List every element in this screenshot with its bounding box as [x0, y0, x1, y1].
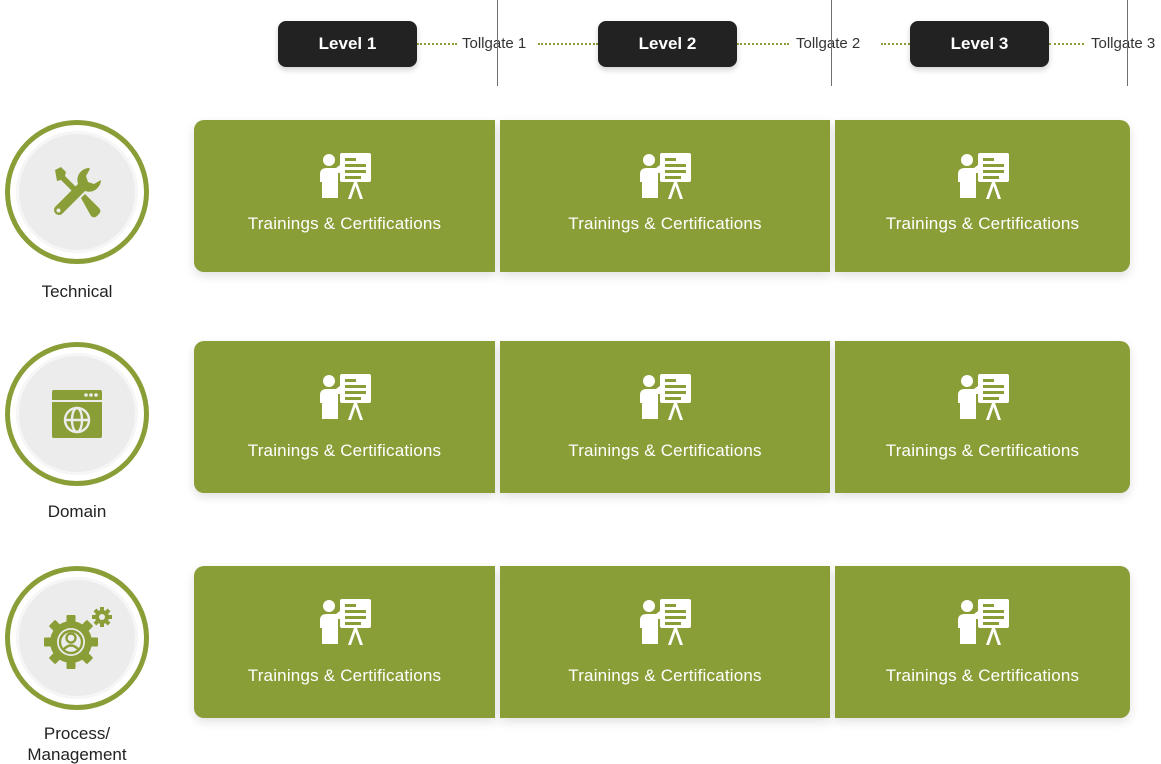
browser-globe-icon	[52, 390, 102, 438]
category-circle	[5, 342, 149, 486]
training-cell-label: Trainings & Certifications	[247, 214, 442, 233]
connector-line	[1049, 43, 1084, 45]
presentation-icon	[640, 374, 691, 420]
category-label-line: Management	[27, 745, 127, 764]
category-label: Technical	[41, 282, 113, 301]
training-cell[interactable]: Trainings & Certifications	[500, 341, 830, 493]
training-cell-label: Trainings & Certifications	[568, 214, 762, 233]
presentation-icon	[957, 599, 1009, 645]
tollgate-2-divider	[831, 0, 832, 86]
tollgate-2-label: Tollgate 2	[796, 35, 861, 52]
presentation-icon	[640, 599, 691, 645]
training-cell-label: Trainings & Certifications	[247, 666, 442, 685]
presentation-icon	[319, 153, 371, 199]
training-cell[interactable]: Trainings & Certifications	[194, 341, 495, 493]
category-label: Process/ Management	[2, 723, 152, 764]
level-1-pill: Level 1	[278, 21, 417, 67]
tollgate-1-label: Tollgate 1	[462, 35, 527, 52]
connector-line	[417, 43, 457, 45]
training-cell[interactable]: Trainings & Certifications	[835, 341, 1130, 493]
level-1-label: Level 1	[318, 34, 377, 53]
training-cell[interactable]: Trainings & Certifications	[835, 120, 1130, 272]
gear-user-icon	[44, 607, 112, 669]
level-2-label: Level 2	[638, 34, 697, 53]
presentation-icon	[957, 374, 1009, 420]
training-cell-label: Trainings & Certifications	[885, 214, 1080, 233]
level-3-label: Level 3	[950, 34, 1009, 53]
category-label: Domain	[47, 502, 107, 521]
level-3-pill: Level 3	[910, 21, 1049, 67]
presentation-icon	[319, 599, 371, 645]
tollgate-3-label: Tollgate 3	[1091, 35, 1156, 52]
level-2-pill: Level 2	[598, 21, 737, 67]
training-cell[interactable]: Trainings & Certifications	[194, 120, 495, 272]
training-cell-label: Trainings & Certifications	[247, 441, 442, 460]
training-cell[interactable]: Trainings & Certifications	[500, 566, 830, 718]
connector-line	[737, 43, 789, 45]
presentation-icon	[319, 374, 371, 420]
training-cell-label: Trainings & Certifications	[885, 666, 1080, 685]
connector-line	[538, 43, 598, 45]
training-cell-label: Trainings & Certifications	[568, 666, 762, 685]
category-label-line: Process/	[43, 724, 111, 743]
training-cell-label: Trainings & Certifications	[568, 441, 762, 460]
category-circle	[5, 566, 149, 710]
connector-line	[881, 43, 910, 45]
training-cell[interactable]: Trainings & Certifications	[500, 120, 830, 272]
tollgate-1-divider	[497, 0, 498, 86]
training-cell[interactable]: Trainings & Certifications	[835, 566, 1130, 718]
presentation-icon	[640, 153, 691, 199]
training-cell-label: Trainings & Certifications	[885, 441, 1080, 460]
tools-icon	[54, 167, 101, 218]
training-cell[interactable]: Trainings & Certifications	[194, 566, 495, 718]
category-circle	[5, 120, 149, 264]
presentation-icon	[957, 153, 1009, 199]
tollgate-3-divider	[1127, 0, 1128, 86]
